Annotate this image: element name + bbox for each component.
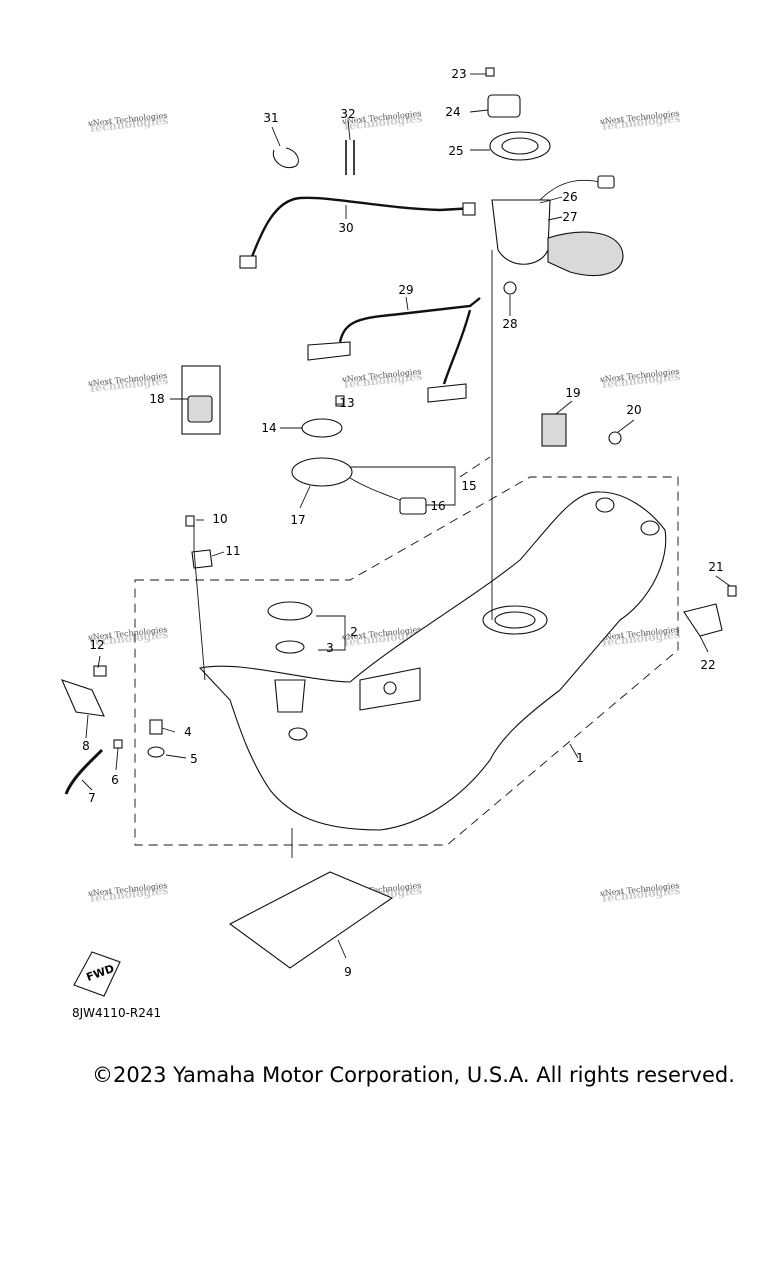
callout-17: 17	[290, 513, 305, 527]
tank-assembly-dashed-outline	[134, 476, 679, 846]
filler-neck	[274, 679, 306, 713]
callout-3: 3	[326, 641, 334, 655]
breather-hose-29	[338, 297, 481, 385]
gasket-14	[301, 418, 343, 438]
callout-21: 21	[708, 560, 723, 574]
holder-32	[345, 140, 355, 175]
callout-8: 8	[82, 739, 90, 753]
bolt-13	[335, 395, 345, 407]
copyright-notice: ©2023 Yamaha Motor Corporation, U.S.A. A…	[92, 1063, 735, 1087]
callout-2: 2	[350, 625, 358, 639]
callout-4: 4	[184, 725, 192, 739]
collar-11	[191, 549, 213, 569]
part-18-sensor	[187, 395, 213, 423]
cap-5	[147, 746, 165, 758]
bag-9	[228, 871, 394, 969]
fuel-cap-2	[267, 601, 313, 621]
pump-gasket-25-inner	[501, 137, 539, 155]
pump-connector-26	[597, 175, 615, 189]
callout-27: 27	[562, 210, 577, 224]
label-19	[541, 413, 567, 447]
pump-bracket-24	[487, 94, 521, 118]
clip-6	[113, 739, 123, 749]
fwd-arrow-icon: FWD	[73, 951, 121, 997]
bolt-23	[485, 67, 495, 77]
callout-29: 29	[398, 283, 413, 297]
grommet	[288, 727, 308, 741]
callout-26: 26	[562, 190, 577, 204]
clamp-31	[272, 147, 299, 168]
bolt-21	[727, 585, 737, 597]
callout-15: 15	[461, 479, 476, 493]
callout-19: 19	[565, 386, 580, 400]
fuel-tank-1	[198, 491, 667, 831]
callout-31: 31	[263, 111, 278, 125]
callout-23: 23	[451, 67, 466, 81]
callout-30: 30	[338, 221, 353, 235]
leader-lines	[81, 73, 731, 959]
breather-pad-a	[307, 341, 351, 361]
protector-8	[61, 679, 105, 717]
callout-18: 18	[149, 392, 164, 406]
callout-32: 32	[340, 107, 355, 121]
callout-7: 7	[88, 791, 96, 805]
nut-20	[608, 431, 622, 445]
fitting-4	[149, 719, 163, 735]
part-12	[93, 665, 107, 677]
fuel-sender-17	[291, 457, 353, 487]
hose-end-30	[462, 202, 476, 216]
callout-16: 16	[430, 499, 445, 513]
fuel-hose-30	[248, 196, 476, 263]
drawing-code: 8JW4110-R241	[72, 1006, 162, 1020]
breather-pad-b	[427, 383, 467, 403]
callout-6: 6	[111, 773, 119, 787]
bolt-10	[185, 515, 195, 527]
callout-22: 22	[700, 658, 715, 672]
callout-20: 20	[626, 403, 641, 417]
damper-28	[503, 281, 517, 295]
callout-11: 11	[225, 544, 240, 558]
callout-10: 10	[212, 512, 227, 526]
fuel-pump-filter	[547, 231, 624, 277]
callout-5: 5	[190, 752, 198, 766]
callout-1: 1	[576, 751, 584, 765]
fuel-pump-group	[485, 67, 624, 295]
callout-25: 25	[448, 144, 463, 158]
pump-wire	[539, 179, 601, 201]
callout-12: 12	[89, 638, 104, 652]
callout-9: 9	[344, 965, 352, 979]
callout-24: 24	[445, 105, 460, 119]
hose-7	[64, 748, 104, 795]
hose-connector-30	[239, 255, 257, 269]
callout-13: 13	[339, 396, 354, 410]
callout-14: 14	[261, 421, 276, 435]
o-ring-3	[275, 640, 305, 654]
fuel-pump-body-27	[491, 199, 551, 265]
pump-dashed-link	[459, 456, 491, 478]
sender-connector-16	[399, 497, 427, 515]
bracket-22	[683, 603, 723, 637]
callout-28: 28	[502, 317, 517, 331]
